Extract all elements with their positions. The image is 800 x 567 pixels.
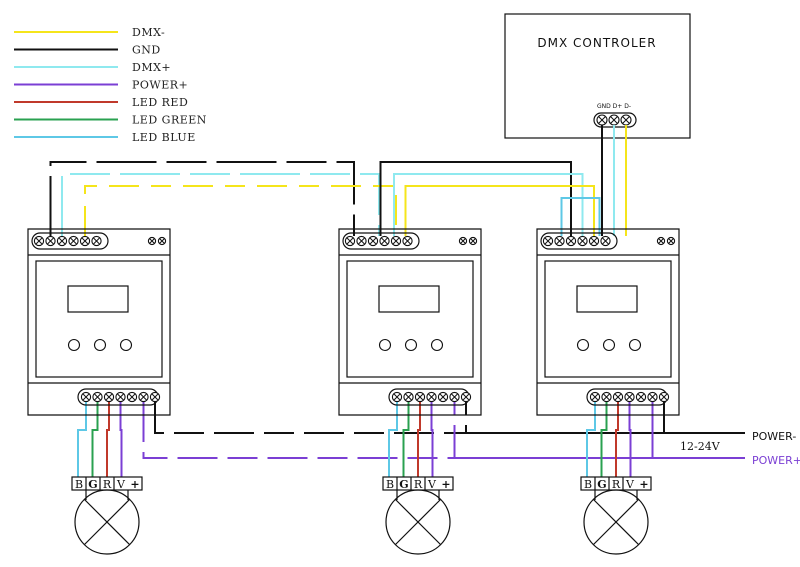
lamp-terminal-label: G <box>399 478 408 491</box>
decoder-body <box>338 228 482 416</box>
lamp-2-wire-3 <box>430 402 434 477</box>
decoder-display <box>67 285 129 313</box>
decoder-1 <box>27 228 171 416</box>
lamp-bulb-icon <box>583 489 649 555</box>
legend: DMX- GND DMX+ POWER+ LED RED LED GREEN LED BLU… <box>14 26 207 144</box>
legend-label-6: LED BLUE <box>132 131 196 144</box>
legend-label-3: POWER+ <box>132 79 188 92</box>
gnd-wire-1-2 <box>49 161 355 236</box>
lamp-terminal-label: V <box>625 478 635 491</box>
power-plus-2-3 <box>454 402 654 459</box>
lamp-bulb-icon <box>74 489 140 555</box>
dmx-minus-wire-1-2 <box>84 185 397 236</box>
lamp-terminal-label: G <box>597 478 606 491</box>
power-minus-1-2 <box>154 402 467 434</box>
lamp-terminal-label: + <box>639 478 648 491</box>
decoder-display <box>576 285 638 313</box>
decoder-button-3 <box>628 338 642 352</box>
decoder-button-2 <box>404 338 418 352</box>
lamp-terminal-label: B <box>584 478 592 491</box>
lamp-terminal-label: R <box>103 478 112 491</box>
lamp-bulb-icon <box>385 489 451 555</box>
power-minus-label: POWER- <box>752 430 796 443</box>
lamp-terminal-label: G <box>88 478 97 491</box>
controller-screws <box>596 114 632 126</box>
decoder-body <box>27 228 171 416</box>
legend-label-2: DMX+ <box>132 61 171 74</box>
decoder-top-terminal <box>31 232 109 250</box>
legend-label-4: LED RED <box>132 96 188 109</box>
lamp-1-wire-0 <box>77 402 87 477</box>
controller-title: DMX CONTROLER <box>537 36 656 50</box>
decoders <box>27 228 680 416</box>
legend-label-1: GND <box>132 44 161 57</box>
voltage-label: 12-24V <box>680 440 721 453</box>
power-plus-label: POWER+ <box>752 454 800 467</box>
legend-label-0: DMX- <box>132 26 165 39</box>
lamp-2-wire-2 <box>417 402 421 477</box>
controller-box <box>504 13 691 139</box>
lamp-terminal-label: V <box>116 478 126 491</box>
decoder-top-terminal <box>540 232 618 250</box>
lamp-terminal-label: B <box>75 478 83 491</box>
lamp-2-wire-0 <box>388 402 398 477</box>
decoder-button-1 <box>378 338 392 352</box>
lamp-2-wire-1 <box>402 402 410 477</box>
decoder-button-2 <box>93 338 107 352</box>
lamp-1-wire-3 <box>119 402 123 477</box>
lamp-terminal-label: + <box>441 478 450 491</box>
power-plus-1-2 <box>142 402 456 459</box>
decoder-2 <box>338 228 482 416</box>
dmx-plus-wire-1-2 <box>61 173 380 236</box>
decoder-3 <box>536 228 680 416</box>
decoder-body <box>536 228 680 416</box>
decoder-button-2 <box>602 338 616 352</box>
decoder-button-3 <box>430 338 444 352</box>
lamp-terminal-label: R <box>612 478 621 491</box>
decoder-display <box>378 285 440 313</box>
lamp-1-wire-2 <box>106 402 110 477</box>
legend-label-5: LED GREEN <box>132 114 207 127</box>
decoder-button-1 <box>67 338 81 352</box>
lamp-terminal-label: B <box>386 478 394 491</box>
decoder-top-terminal <box>342 232 420 250</box>
blue-jumper-3 <box>560 197 601 236</box>
dmx-controller: DMX CONTROLER GND D+ D- <box>504 13 691 139</box>
wires <box>49 125 745 477</box>
lamp-1-wire-1 <box>91 402 99 477</box>
lamp-terminal-label: + <box>130 478 139 491</box>
lamp-3-wire-1 <box>600 402 608 477</box>
lamp-3-wire-0 <box>586 402 596 477</box>
power-minus-2-3 <box>466 402 665 434</box>
dmx-minus-wire-2-3 <box>404 185 595 236</box>
lamp-terminal-label: V <box>427 478 437 491</box>
decoder-button-3 <box>119 338 133 352</box>
lamp-terminal-label: R <box>414 478 423 491</box>
lamp-3-wire-2 <box>615 402 619 477</box>
controller-pin-labels: GND D+ D- <box>597 103 631 110</box>
decoder-button-1 <box>576 338 590 352</box>
lamp-3-wire-3 <box>628 402 632 477</box>
dmx-plus-wire-2-3 <box>393 173 584 236</box>
